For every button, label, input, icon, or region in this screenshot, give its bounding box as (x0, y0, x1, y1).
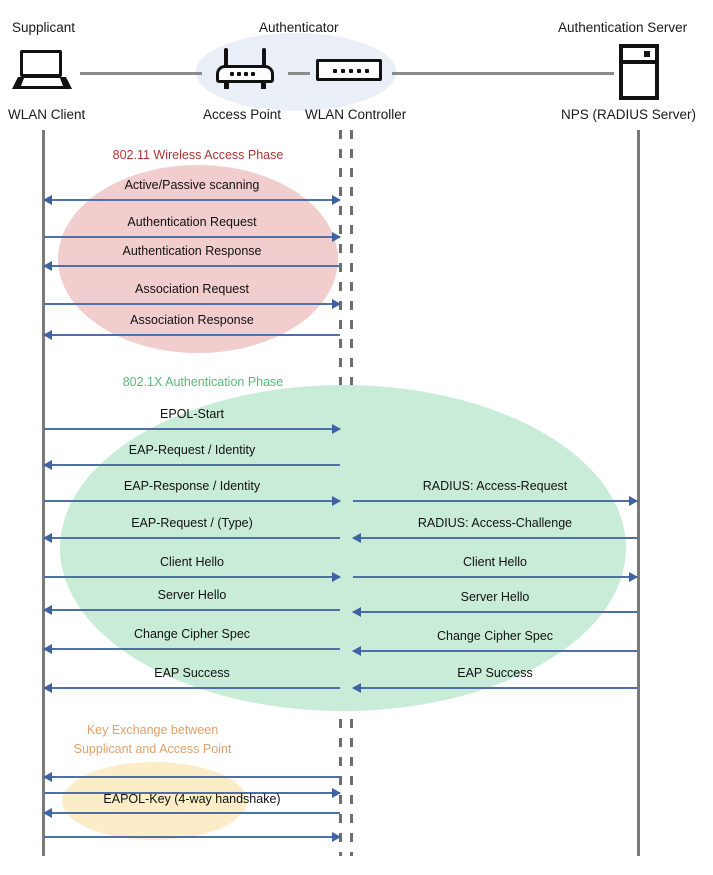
arrow-head-right-icon (629, 571, 638, 582)
server-icon (619, 44, 659, 100)
lifeline-supplicant (42, 130, 45, 856)
message-label: EPOL-Start (160, 407, 224, 421)
phase-title-key-exchange-line1: Key Exchange between (86, 723, 219, 737)
arrow-head-left-icon (43, 643, 52, 654)
arrow-head-right-icon (332, 571, 341, 582)
wire-ap-to-controller (288, 72, 310, 75)
arrow-head-left-icon (43, 771, 52, 782)
arrow-head-left-icon (43, 682, 52, 693)
message-label: Server Hello (460, 590, 530, 604)
wlan-controller-icon (316, 59, 382, 81)
message-label: Change Cipher Spec (436, 629, 554, 643)
message-label: EAP Success (457, 666, 533, 680)
message-label: RADIUS: Access-Challenge (417, 516, 573, 530)
message-label: Change Cipher Spec (133, 627, 251, 641)
device-label-nps: NPS (RADIUS Server) (561, 107, 697, 122)
phase-blob-key-exchange (62, 762, 247, 840)
phase-blob-wireless-access (58, 165, 338, 353)
device-label-access-point: Access Point (203, 107, 282, 122)
message-label: RADIUS: Access-Request (422, 479, 568, 493)
arrow-head-left-icon (43, 329, 52, 340)
phase-title-dot1x: 802.1X Authentication Phase (122, 375, 284, 389)
device-label-wlan-controller: WLAN Controller (305, 107, 407, 122)
lifeline-auth-server (637, 130, 640, 856)
message-label: Association Response (130, 313, 254, 327)
message-label: EAP Success (154, 666, 230, 680)
message-label: EAP-Response / Identity (123, 479, 261, 493)
arrow-head-right-icon (332, 423, 341, 434)
arrow-head-left-icon (352, 532, 361, 543)
message-label: Client Hello (160, 555, 224, 569)
arrow-head-left-icon (43, 532, 52, 543)
arrow-head-right-icon (332, 298, 341, 309)
arrow-head-right-icon (332, 831, 341, 842)
arrow-head-left-icon (352, 606, 361, 617)
arrow-head-left-icon (352, 645, 361, 656)
message-label: Authentication Response (122, 244, 262, 258)
message-label: EAPOL-Key (4-way handshake) (103, 792, 281, 806)
message-label: Authentication Request (127, 215, 257, 229)
message-label: Active/Passive scanning (124, 178, 260, 192)
arrow-head-left-icon (43, 604, 52, 615)
arrow-head-left-icon (43, 459, 52, 470)
arrow-head-left-icon (43, 260, 52, 271)
device-label-wlan-client: WLAN Client (8, 107, 86, 122)
phase-title-wireless-access: 802.11 Wireless Access Phase (112, 148, 284, 162)
laptop-icon (12, 50, 72, 90)
arrow-head-right-icon (332, 194, 341, 205)
arrow-head-right-icon (332, 787, 341, 798)
phase-blob-dot1x (60, 385, 626, 711)
message-label: Client Hello (463, 555, 527, 569)
role-title-authenticator: Authenticator (259, 20, 339, 35)
wire-controller-to-server (392, 72, 614, 75)
role-title-auth-server: Authentication Server (558, 20, 688, 35)
arrow-head-right-icon (332, 231, 341, 242)
message-label: EAP-Request / Identity (128, 443, 256, 457)
message-label: EAP-Request / (Type) (131, 516, 253, 530)
message-label: Association Request (135, 282, 249, 296)
wire-client-to-ap (80, 72, 202, 75)
arrow-head-left-icon (43, 194, 52, 205)
message-label: Server Hello (157, 588, 227, 602)
access-point-icon (216, 48, 274, 90)
phase-title-key-exchange-line2: Supplicant and Access Point (73, 742, 232, 756)
role-title-supplicant: Supplicant (12, 20, 76, 35)
arrow-head-right-icon (332, 495, 341, 506)
arrow-head-right-icon (629, 495, 638, 506)
arrow-head-left-icon (43, 807, 52, 818)
arrow-head-left-icon (352, 682, 361, 693)
